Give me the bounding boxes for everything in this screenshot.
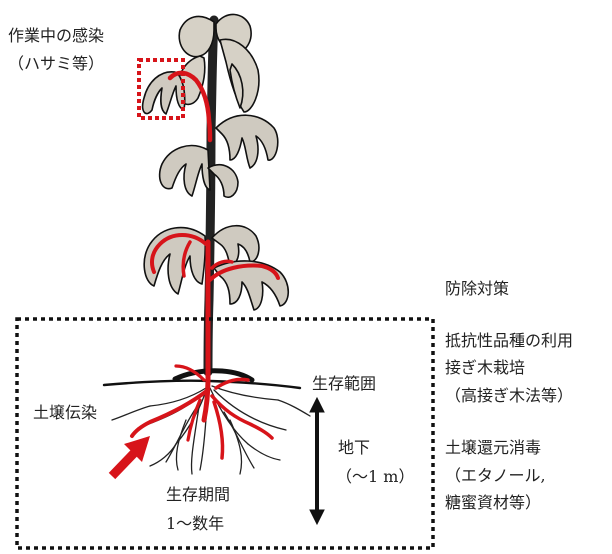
label-control-soil-3: 糖蜜資材等） [445, 493, 541, 512]
depth-arrow [310, 398, 324, 524]
leaf-right-lower [212, 226, 288, 310]
wilted-leaf-right-upper [216, 115, 278, 168]
soil-infection-arrow [112, 436, 150, 476]
label-control-graft-1: 接ぎ木栽培 [445, 358, 525, 377]
label-control-soil-2: （エタノール, [445, 466, 546, 485]
label-infection-work-1: 作業中の感染 [8, 26, 104, 45]
label-survival-period-2: 1〜数年 [166, 514, 224, 533]
label-control-soil-1: 土壌還元消毒 [445, 438, 541, 457]
leaf-left-middle [160, 146, 238, 198]
label-control-resistant: 抵抗性品種の利用 [445, 331, 573, 350]
wilted-top-leaves [178, 14, 259, 112]
label-soil-infection: 土壌伝染 [33, 403, 97, 422]
label-survival-period-1: 生存期間 [166, 485, 230, 504]
label-infection-work-2: （ハサミ等） [8, 54, 104, 73]
label-control-title: 防除対策 [445, 279, 509, 298]
label-underground-1: 地下 [338, 438, 370, 457]
wilted-leaf-left [143, 72, 185, 114]
label-control-graft-2: （高接ぎ木法等） [445, 386, 573, 405]
label-survival-range: 生存範囲 [312, 374, 376, 393]
soil-region-box [17, 319, 433, 548]
label-underground-2: （〜1 m） [336, 467, 414, 486]
